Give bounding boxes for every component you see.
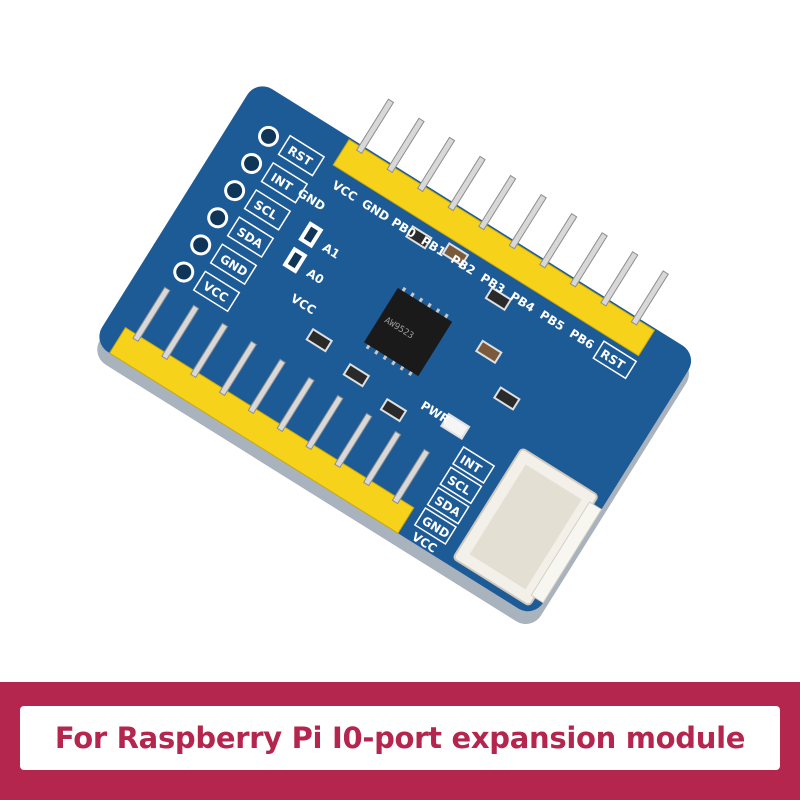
smd-components bbox=[305, 225, 521, 423]
back-row-holes bbox=[173, 125, 280, 283]
caption-banner: For Raspberry Pi I0-port expansion modul… bbox=[0, 682, 800, 800]
pcb-board: RST INT SCL SDA GND VCC A1 A0 VCC bbox=[97, 86, 692, 625]
ic-chip: AW9523 bbox=[363, 286, 453, 377]
top-pin-header bbox=[332, 98, 669, 357]
product-photo: RST INT SCL SDA GND VCC A1 A0 VCC bbox=[97, 86, 692, 625]
caption-text: For Raspberry Pi I0-port expansion modul… bbox=[54, 721, 746, 755]
caption-box: For Raspberry Pi I0-port expansion modul… bbox=[20, 706, 780, 770]
jst-connector bbox=[453, 448, 603, 606]
bottom-pin-header bbox=[108, 286, 431, 534]
